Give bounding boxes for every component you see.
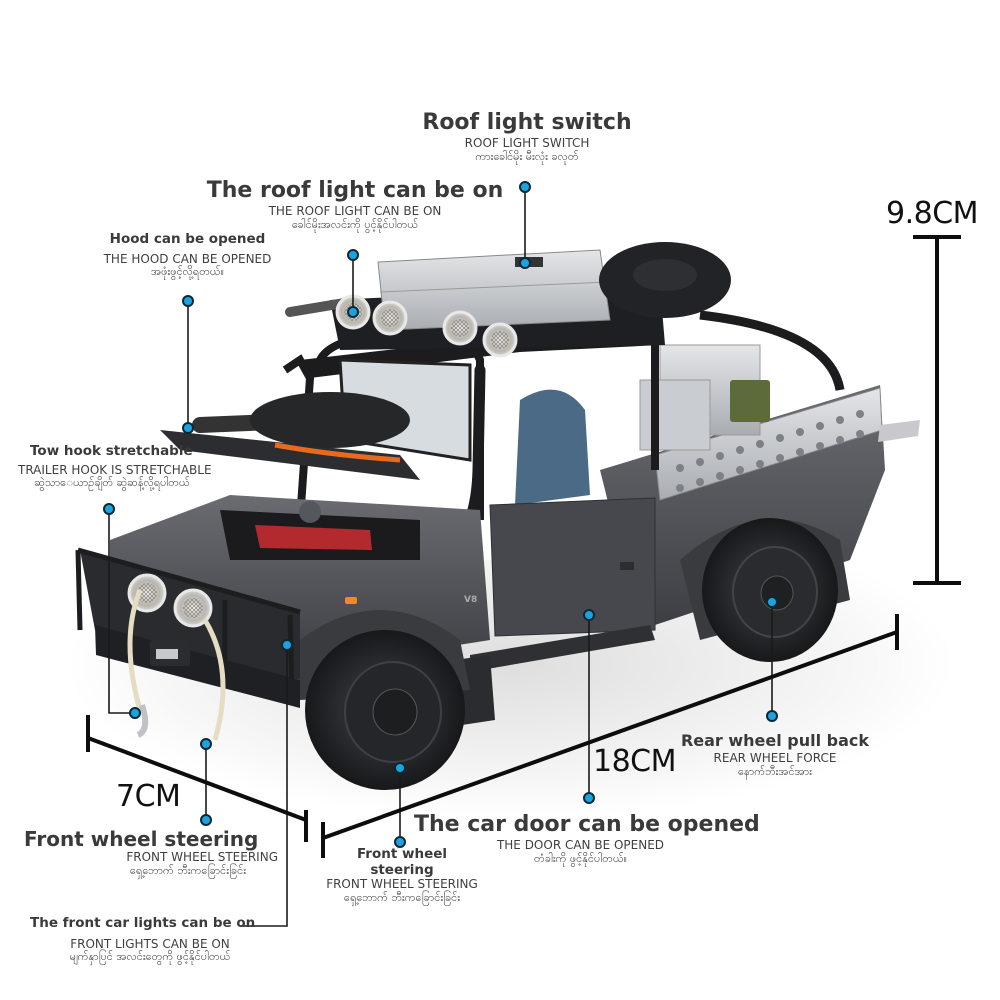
tow-hook-dot [103,503,115,515]
length-dimension-label: 18CM [593,744,677,779]
door-dot [583,792,595,804]
dimension-lines [86,235,961,858]
tow-hook-anchor-dot [129,707,141,719]
seat [515,389,590,505]
callout-hood-opened: Hood can be opened THE HOOD CAN BE OPENE… [100,231,275,279]
car-door [489,497,656,637]
callout-subtitle: THE ROOF LIGHT CAN BE ON [268,204,442,219]
callout-subtitle: FRONT WHEEL STEERING [326,877,478,892]
callout-myanmar: တံခါးကို ဖွင့်နိုင်ပါတယ်။ [534,852,627,866]
hood-dot [182,295,194,307]
callout-myanmar: ကားခေါင်မိုး မီးလုံး ခလုတ် [475,150,579,164]
front-wheel-anchor-dot [394,762,406,774]
callout-subtitle: ROOF LIGHT SWITCH [464,136,590,151]
callout-title: The front car lights can be on [30,915,256,931]
front-steering-left-anchor-dot [200,738,212,750]
callout-title: Roof light switch [422,110,632,135]
callout-subtitle: REAR WHEEL FORCE [713,751,837,766]
callout-front-wheel-steering-center: Front wheel steering FRONT WHEEL STEERIN… [322,846,482,904]
callout-title-line1: Front wheel [356,846,448,862]
hood-anchor-dot [182,422,194,434]
callout-myanmar: ခေါင်မိုးအလင်းကို ပွင့်နိုင်ပါတယ် [291,218,419,232]
callout-title: Front wheel steering [24,827,259,851]
tow-hook [136,704,149,738]
callout-subtitle: FRONT LIGHTS CAN BE ON [70,936,230,951]
callout-subtitle: THE HOOD CAN BE OPENED [103,251,272,266]
callout-title: Hood can be opened [109,231,266,247]
door-anchor-dot [583,609,595,621]
roof-storage-box [377,249,611,331]
roof-rack [285,242,731,358]
front-wheel [300,610,470,790]
bull-bar [75,547,301,691]
roof-switch-dot [519,181,531,193]
callout-title: The roof light can be on [206,178,504,203]
callout-roof-light-switch: Roof light switch ROOF LIGHT SWITCH ကားခ… [416,110,638,164]
callout-title: The car door can be opened [414,812,760,837]
callout-front-lights: The front car lights can be on FRONT LIG… [30,915,270,964]
callout-tow-hook: Tow hook stretchable TRAILER HOOK IS STR… [18,443,212,490]
callout-subtitle: TRAILER HOOK IS STRETCHABLE [18,462,212,477]
callout-subtitle: THE DOOR CAN BE OPENED [496,838,665,853]
callout-car-door: The car door can be opened THE DOOR CAN … [414,812,760,866]
callout-myanmar: မျက်နှာပြင် အလင်းတွေကို ဖွင့်နိုင်ပါတယ် [69,950,231,964]
callout-myanmar: ရှေ့ဘောက် ဘီးကခြောင်းခြင်း [343,890,461,904]
roof-light-anchor-dot [347,306,359,318]
callout-myanmar: အဖုံးဖွင့်လို့ရတယ်။ [151,265,224,279]
jerry-can [730,380,770,422]
callout-title: Tow hook stretchable [30,443,193,459]
roof-light-dot [347,249,359,261]
callout-roof-light-on: The roof light can be on THE ROOF LIGHT … [205,178,505,232]
rear-wheel-anchor-dot [766,596,778,608]
callout-dots [103,181,778,848]
callout-front-wheel-steering-left: Front wheel steering FRONT WHEEL STEERIN… [24,828,284,877]
front-steering-center-dot [394,836,406,848]
width-dimension-label: 7CM [116,779,181,814]
front-lights-anchor-dot [281,639,293,651]
front-steering-left-dot [200,814,212,826]
v8-engine [255,525,372,550]
callout-myanmar: ဆွဲသာေယာဥ်ချိတ် ဆွဲဆန့်လို့ရပါတယ် [34,476,190,490]
roof-switch-anchor-dot [519,257,531,269]
hood-spare-tire [250,392,410,448]
callout-myanmar: ရှေ့ဘောက် ဘီးကခြောင်းခြင်း [129,863,246,877]
rear-wheel-dot [766,710,778,722]
callout-subtitle: FRONT WHEEL STEERING [126,850,278,864]
callout-title-line2: steering [370,861,434,878]
v8-badge: V8 [464,595,477,605]
callout-title: Rear wheel pull back [680,731,870,750]
callout-rear-wheel-pull-back: Rear wheel pull back REAR WHEEL FORCE နေ… [680,731,870,779]
height-dimension-label: 9.8CM [886,196,979,231]
open-hood [160,430,420,480]
roof-lights [335,294,518,358]
callout-myanmar: နောက်ဘီးအင်အား [738,765,812,779]
